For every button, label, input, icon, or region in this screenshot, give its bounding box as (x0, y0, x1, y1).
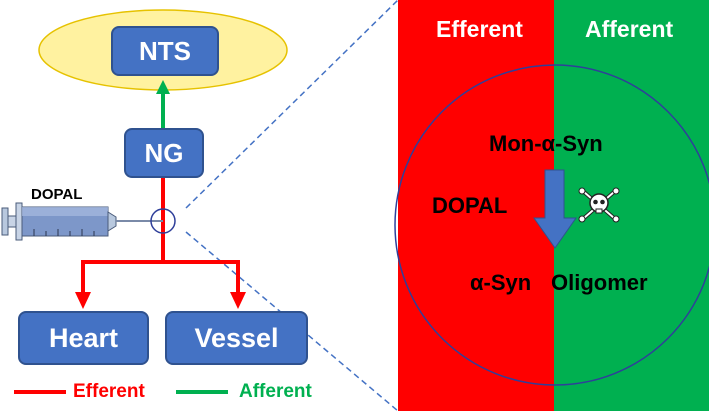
dopal-label: DOPAL (432, 193, 508, 218)
ng-box: NG (124, 128, 204, 178)
efferent-panel (398, 0, 554, 411)
heart-label: Heart (48, 322, 119, 353)
mon-syn-label: Mon-α-Syn (489, 131, 603, 156)
injection-site-circle (150, 208, 176, 234)
syn-label: α-Syn (470, 270, 532, 295)
efferent-path (75, 178, 246, 309)
oligomer-label: Oligomer (551, 270, 648, 295)
efferent-header: Efferent (436, 16, 523, 42)
zoom-line-bottom (185, 231, 399, 411)
ng-label: NG (144, 137, 184, 168)
zoom-circle (394, 64, 709, 386)
legend-afferent-text: Afferent (239, 381, 312, 402)
vessel-box: Vessel (165, 311, 308, 365)
nts-label: NTS (139, 35, 191, 66)
vessel-label: Vessel (194, 322, 279, 353)
afferent-header: Afferent (585, 16, 674, 42)
skull-icon (578, 187, 620, 223)
syringe-label: DOPAL (31, 186, 83, 203)
nts-box: NTS (111, 26, 219, 76)
conversion-arrow (533, 169, 577, 249)
afferent-panel (554, 0, 709, 411)
heart-box: Heart (18, 311, 149, 365)
syringe-icon (1, 202, 163, 241)
legend-efferent-text: Efferent (73, 381, 145, 402)
